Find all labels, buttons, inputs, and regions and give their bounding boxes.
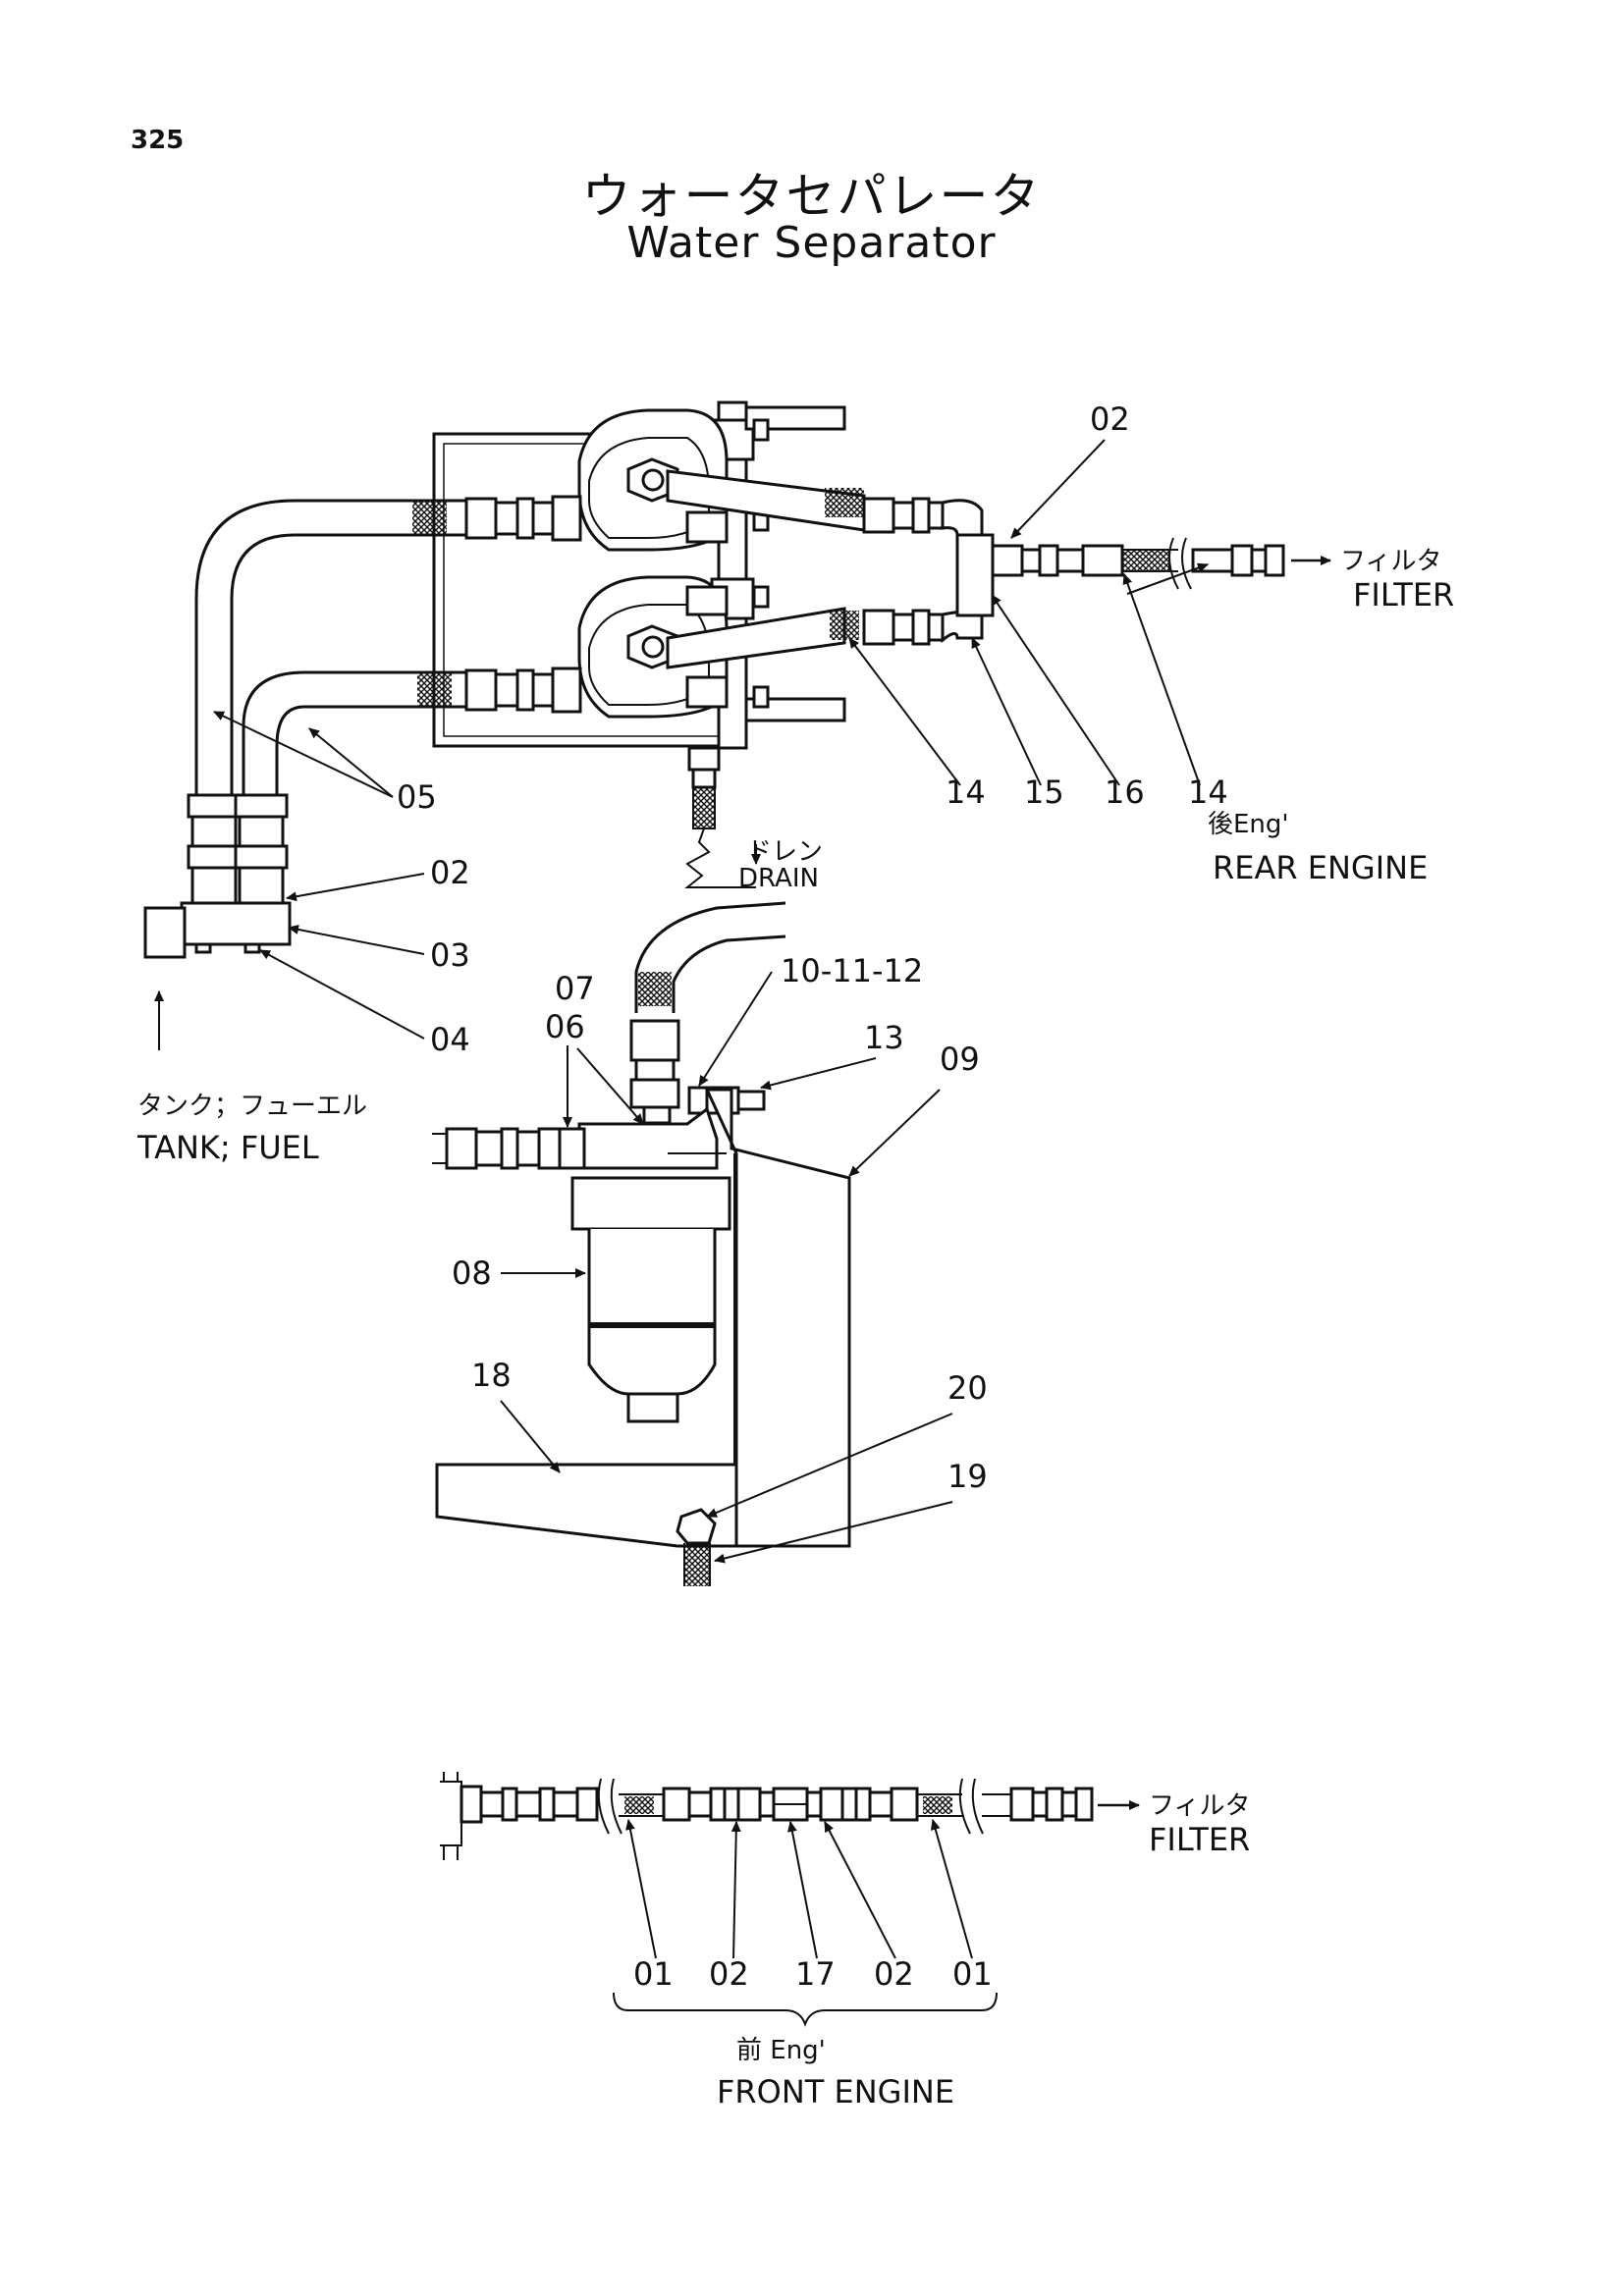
part-label-20: 20: [947, 1369, 988, 1407]
part-label-09: 09: [940, 1041, 980, 1078]
drain-label-jp: ドレン: [746, 837, 823, 867]
descriptive-labels: フィルタ FILTER 後Eng' REAR ENGINE ドレン DRAIN …: [136, 547, 1454, 2110]
page-number: 325: [131, 126, 185, 155]
part-label-08: 08: [452, 1255, 492, 1292]
part-label-13: 13: [864, 1019, 904, 1056]
part-label-07: 07: [555, 970, 595, 1007]
tank-label-jp: タンク；フューエル: [137, 1092, 367, 1121]
upper-separator-assembly: [143, 400, 1331, 1050]
middle-separator-assembly: [432, 901, 851, 1586]
front-engine-label-jp: 前 Eng': [736, 2036, 826, 2065]
rear-engine-label-en: REAR ENGINE: [1213, 849, 1428, 886]
part-label-16: 16: [1105, 774, 1145, 811]
rear-engine-label-jp: 後Eng': [1208, 810, 1289, 839]
part-label-02-a: 02: [709, 1955, 749, 1993]
part-label-14-b: 14: [1188, 774, 1228, 811]
tank-label-en: TANK; FUEL: [136, 1129, 319, 1166]
part-label-15: 15: [1024, 774, 1064, 811]
part-label-02-b: 02: [874, 1955, 914, 1993]
part-label-04: 04: [430, 1021, 470, 1058]
front-engine-line: [440, 1772, 1140, 2027]
page-title-english: Water Separator: [626, 218, 997, 268]
part-label-02-top: 02: [1090, 400, 1130, 438]
filter-label-jp-top: フィルタ: [1340, 547, 1441, 576]
page-title-japanese: ウォータセパレータ: [581, 168, 1042, 225]
part-label-17: 17: [795, 1955, 836, 1993]
part-label-01-b: 01: [952, 1955, 993, 1993]
part-label-06: 06: [545, 1008, 585, 1045]
leader-lines: [213, 439, 1209, 1959]
front-engine-label-en: FRONT ENGINE: [717, 2073, 954, 2110]
filter-label-jp-bottom: フィルタ: [1149, 1791, 1250, 1821]
part-label-18: 18: [471, 1357, 512, 1394]
drain-label-en: DRAIN: [738, 864, 819, 893]
filter-label-en-bottom: FILTER: [1149, 1821, 1250, 1858]
part-label-03: 03: [430, 936, 470, 974]
part-label-10-11-12: 10-11-12: [781, 952, 923, 989]
part-label-05: 05: [397, 778, 437, 816]
part-label-19: 19: [947, 1458, 988, 1495]
part-number-labels: 02 05 02 03 04 14 15 16 14 07 06 10-11-1…: [397, 400, 1228, 1993]
part-label-02-left: 02: [430, 854, 470, 891]
filter-label-en-top: FILTER: [1353, 576, 1454, 614]
part-label-14-a: 14: [946, 774, 986, 811]
part-label-01-a: 01: [633, 1955, 674, 1993]
